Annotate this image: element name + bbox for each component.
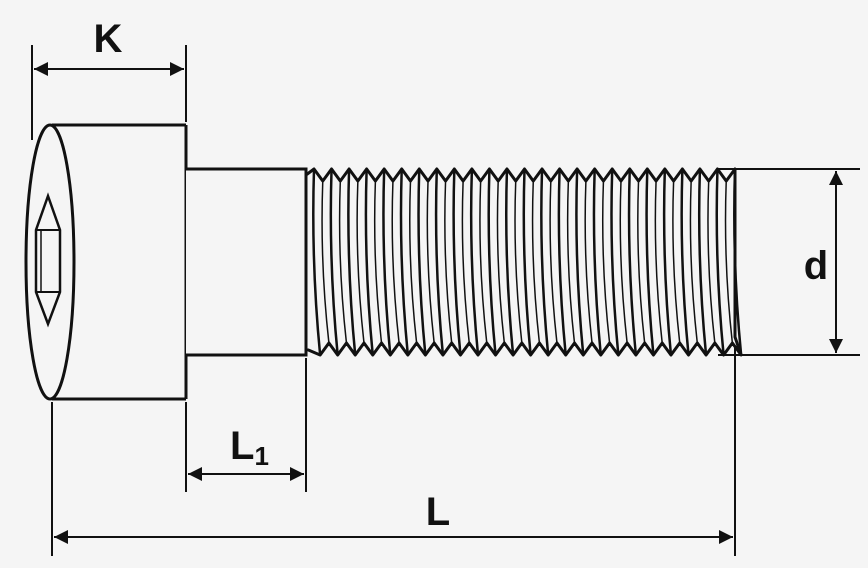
screw-thread: [304, 167, 743, 357]
thread-crest-line: [505, 168, 515, 356]
dimension-l1: [185, 358, 307, 492]
thread-root-line: [479, 180, 488, 344]
thread-crest-line: [733, 168, 743, 356]
thread-root-line: [444, 180, 453, 344]
thread-crest-line: [557, 168, 567, 356]
thread-crest-line: [627, 168, 638, 356]
thread-crest-line: [522, 168, 532, 356]
thread-root-line: [496, 180, 506, 344]
thread-crest-line: [697, 168, 708, 356]
thread-root-line: [724, 180, 734, 344]
label-k: K: [94, 17, 123, 61]
thread-root-line: [373, 180, 383, 344]
thread-crest-line: [680, 168, 690, 356]
dimension-k: [31, 45, 187, 140]
thread-root-line: [391, 180, 400, 344]
thread-crest-line: [434, 168, 445, 356]
thread-crest-line: [645, 168, 655, 356]
thread-crest-line: [452, 168, 462, 356]
thread-crest-line: [610, 168, 620, 356]
thread-crest-line: [417, 168, 427, 356]
thread-root-line: [426, 180, 435, 344]
thread-root-line: [672, 180, 681, 344]
thread-root-line: [461, 180, 470, 344]
thread-root-line: [637, 180, 646, 344]
dimension-l: [51, 346, 736, 556]
thread-crest-line: [312, 168, 322, 356]
thread-root-line: [619, 180, 628, 344]
dimension-d: [718, 168, 860, 356]
thread-crest-line: [662, 168, 673, 356]
screw-head: [24, 123, 188, 401]
thread-crest-line: [469, 168, 480, 356]
thread-root-line: [321, 180, 330, 344]
head-body: [52, 125, 186, 399]
thread-root-line: [338, 180, 348, 344]
thread-root-line: [409, 180, 418, 344]
thread-crest-line: [364, 168, 375, 356]
thread-crest-line: [347, 168, 357, 356]
thread-root-line: [356, 180, 365, 344]
thread-root-line: [566, 180, 576, 344]
thread-crest-line: [487, 168, 497, 356]
thread-root-line: [549, 180, 558, 344]
label-d: d: [804, 244, 828, 288]
thread-crest-line: [382, 168, 392, 356]
label-l1-main: L: [230, 424, 254, 468]
thread-root-line: [584, 180, 593, 344]
label-l1: L1: [230, 424, 269, 471]
thread-root-line: [707, 180, 716, 344]
thread-root-line: [531, 180, 541, 344]
thread-crest-line: [399, 168, 410, 356]
thread-crest-line: [592, 168, 603, 356]
screw-shank: [186, 167, 308, 357]
thread-crest-line: [575, 168, 585, 356]
thread-root-line: [689, 180, 699, 344]
thread-crest-line: [540, 168, 550, 356]
label-l: L: [426, 490, 450, 534]
thread-root-line: [601, 180, 611, 344]
thread-crest-line: [329, 168, 339, 356]
label-l1-subscript: 1: [254, 441, 268, 471]
thread-root-line: [514, 180, 523, 344]
thread-root-line: [654, 180, 663, 344]
thread-crest-line: [715, 168, 725, 356]
